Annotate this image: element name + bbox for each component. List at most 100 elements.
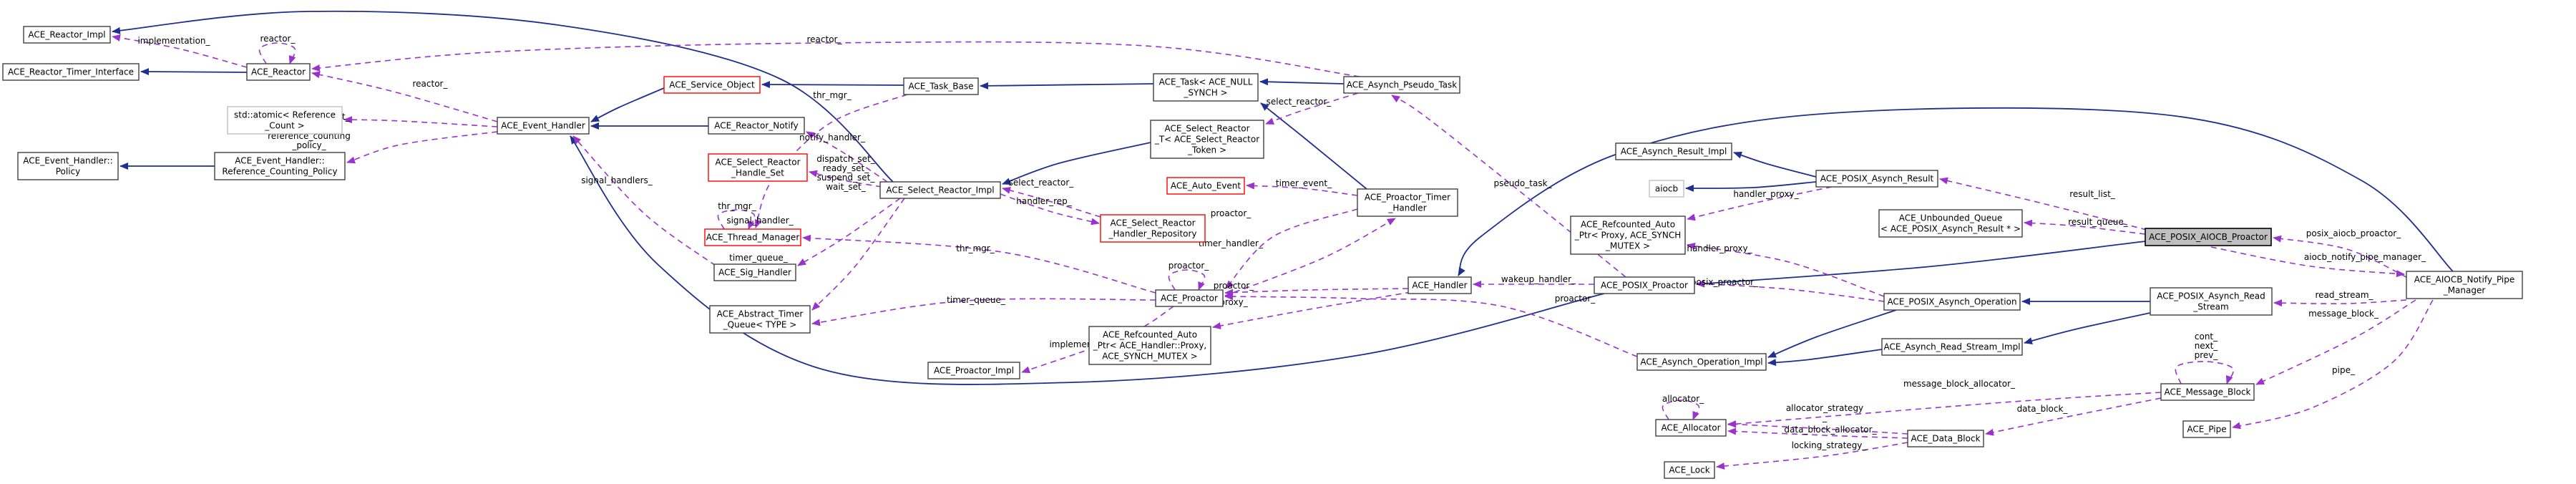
node-aiocb[interactable]: aiocb <box>1649 180 1684 198</box>
edge-event-handler-to-reactor <box>311 71 498 122</box>
edge-label-task-base-to-thread-manager: thr_mgr_ <box>813 90 852 100</box>
node-posix-asynch-read-stream[interactable]: ACE_POSIX_Asynch_Read_Stream <box>2150 287 2273 316</box>
node-label-proactor-impl: ACE_Proactor_Impl <box>934 366 1014 376</box>
node-label-handler: ACE_Handler <box>1412 281 1467 291</box>
node-reactor-impl[interactable]: ACE_Reactor_Impl <box>23 26 111 44</box>
node-reactor[interactable]: ACE_Reactor <box>246 63 311 81</box>
node-posix-asynch-result[interactable]: ACE_POSIX_Asynch_Result <box>1815 170 1938 188</box>
edge-data-block-to-allocator-strategy <box>1727 420 1908 435</box>
edge-label-proactor-timer-handler-to-auto-event: timer_event_ <box>1276 178 1332 188</box>
node-label-thread-manager: ACE_Thread_Manager <box>706 233 800 243</box>
node-sig-handler[interactable]: ACE_Sig_Handler <box>713 263 796 281</box>
node-pipe[interactable]: ACE_Pipe <box>2182 420 2231 438</box>
node-label-data-block: ACE_Data_Block <box>1911 434 1980 444</box>
node-abstract-timer-queue[interactable]: ACE_Abstract_Timer_Queue< TYPE > <box>709 305 811 334</box>
node-data-block[interactable]: ACE_Data_Block <box>1907 430 1984 447</box>
node-reactor-timer-interface[interactable]: ACE_Reactor_Timer_Interface <box>2 63 140 81</box>
node-auto-event[interactable]: ACE_Auto_Event <box>1166 177 1245 195</box>
node-label-proactor-timer-handler: ACE_Proactor_Timer_Handler <box>1365 193 1450 213</box>
edge-task-null-to-task-base <box>980 82 1154 89</box>
node-label-aiocb-notify-pipe-manager: ACE_AIOCB_Notify_Pipe_Manager <box>2414 275 2515 296</box>
node-reactor-notify[interactable]: ACE_Reactor_Notify <box>708 117 805 135</box>
node-label-task-null-synch: ACE_Task< ACE_NULL_SYNCH > <box>1159 77 1253 98</box>
node-proactor[interactable]: ACE_Proactor <box>1155 289 1224 307</box>
edge-labels-layer: reactor_implementation_reactor_reference… <box>137 34 2426 450</box>
node-label-posix-aiocb-proactor: ACE_POSIX_AIOCB_Proactor <box>2149 232 2268 242</box>
edge-label-asynch-pseudo-task-to-reactor: reactor_ <box>807 34 843 44</box>
edge-label-thread-manager-self-loop: thr_mgr_ <box>718 201 756 211</box>
node-task-null-synch[interactable]: ACE_Task< ACE_NULL_SYNCH > <box>1153 73 1259 102</box>
node-asynch-pseudo-task[interactable]: ACE_Asynch_Pseudo_Task <box>1343 76 1460 94</box>
node-task-base[interactable]: ACE_Task_Base <box>903 77 979 95</box>
node-label-std-atomic-reference-count: std::atomic< Reference_Count > <box>234 110 336 131</box>
node-unbounded-queue[interactable]: ACE_Unbounded_Queue< ACE_POSIX_Asynch_Re… <box>1878 209 2023 238</box>
node-label-proactor: ACE_Proactor <box>1161 294 1218 304</box>
node-handler[interactable]: ACE_Handler <box>1407 276 1472 294</box>
edge-label-proactor-to-thread-manager: thr_mgr_ <box>956 243 995 253</box>
node-posix-aiocb-proactor[interactable]: ACE_POSIX_AIOCB_Proactor <box>2145 228 2272 246</box>
node-label-lock: ACE_Lock <box>1669 465 1709 475</box>
node-service-object[interactable]: ACE_Service_Object <box>663 76 761 94</box>
node-aiocb-notify-pipe-manager[interactable]: ACE_AIOCB_Notify_Pipe_Manager <box>2406 271 2523 299</box>
node-label-reactor-impl: ACE_Reactor_Impl <box>28 30 105 40</box>
node-select-reactor-t[interactable]: ACE_Select_Reactor_T< ACE_Select_Reactor… <box>1150 120 1264 159</box>
edge-label-select-reactor-impl-to-handler-repository: handler_rep_ <box>1016 196 1073 206</box>
node-label-posix-asynch-result: ACE_POSIX_Asynch_Result <box>1820 174 1934 184</box>
node-label-aiocb: aiocb <box>1655 184 1678 194</box>
node-label-service-object: ACE_Service_Object <box>669 80 755 90</box>
edge-label-posix-asynch-operation-to-posix-proactor: posix_proactor_ <box>1691 277 1759 287</box>
edge-sig-handler-to-event-handler <box>572 135 716 266</box>
node-asynch-read-stream-impl[interactable]: ACE_Asynch_Read_Stream_Impl <box>1881 338 2023 356</box>
edge-label-select-reactor-impl-to-timer-queue: timer_queue_ <box>729 253 789 263</box>
node-refcounted-autoptr-handler-proxy[interactable]: ACE_Refcounted_Auto_Ptr< ACE_Handler::Pr… <box>1088 326 1211 365</box>
edge-label-proactor-self-loop: proactor_ <box>1169 261 1210 271</box>
node-label-asynch-read-stream-impl: ACE_Asynch_Read_Stream_Impl <box>1883 342 2020 352</box>
edge-aiocb-notify-to-pipe <box>2232 299 2434 430</box>
node-message-block[interactable]: ACE_Message_Block <box>2160 383 2255 401</box>
edge-label-aiocb-notify-to-message-block: message_block_ <box>2308 309 2379 319</box>
node-label-unbounded-queue: ACE_Unbounded_Queue< ACE_POSIX_Asynch_Re… <box>1880 213 2021 234</box>
node-label-abstract-timer-queue: ACE_Abstract_Timer_Queue< TYPE > <box>717 309 804 330</box>
node-event-handler[interactable]: ACE_Event_Handler <box>497 117 590 135</box>
node-label-event-handler-ref-counting-policy: ACE_Event_Handler::Reference_Counting_Po… <box>222 156 337 177</box>
node-posix-asynch-operation[interactable]: ACE_POSIX_Asynch_Operation <box>1883 293 2021 311</box>
node-proactor-timer-handler[interactable]: ACE_Proactor_Timer_Handler <box>1357 188 1458 217</box>
edge-proactor-to-thread-manager <box>802 234 1156 294</box>
node-proactor-impl[interactable]: ACE_Proactor_Impl <box>927 362 1020 379</box>
node-label-refcounted-autoptr-proxy: ACE_Refcounted_Auto_Ptr< Proxy, ACE_SYNC… <box>1574 220 1682 251</box>
node-label-reactor: ACE_Reactor <box>251 67 306 77</box>
edge-posix-aiocb-to-aiocb-notify <box>2210 246 2405 278</box>
node-event-handler-policy[interactable]: ACE_Event_Handler::Policy <box>17 152 119 180</box>
edge-allocator-self-loop <box>1662 400 1700 420</box>
edge-label-sig-handler-to-event-handler: signal_handlers_ <box>581 175 653 185</box>
node-select-reactor-handle-set[interactable]: ACE_Select_Reactor_Handle_Set <box>708 153 808 182</box>
edge-aiocb-notify-to-read-stream <box>2273 299 2407 307</box>
node-posix-proactor[interactable]: ACE_POSIX_Proactor <box>1594 276 1695 294</box>
edge-label-select-reactor-impl-to-sig-handler: signal_handler_ <box>726 216 794 226</box>
node-refcounted-autoptr-proxy[interactable]: ACE_Refcounted_Auto_Ptr< Proxy, ACE_SYNC… <box>1570 216 1686 255</box>
node-label-task-base: ACE_Task_Base <box>908 82 973 92</box>
node-label-pipe: ACE_Pipe <box>2187 425 2226 435</box>
node-select-reactor-impl[interactable]: ACE_Select_Reactor_Impl <box>879 181 1001 199</box>
edge-event-handler-to-ref-counting-policy <box>346 131 498 164</box>
edge-proactor-to-proactor-timer-handler <box>1224 218 1396 296</box>
node-select-reactor-handler-repository[interactable]: ACE_Select_Reactor_Handler_Repository <box>1100 214 1206 243</box>
edge-aiocb-notify-to-message-block <box>2255 299 2416 385</box>
node-allocator[interactable]: ACE_Allocator <box>1655 419 1727 437</box>
node-asynch-result-impl[interactable]: ACE_Asynch_Result_Impl <box>1615 142 1732 160</box>
node-lock[interactable]: ACE_Lock <box>1664 461 1715 479</box>
edge-label-posix-aiocb-to-unbounded-queue: result_queue_ <box>2068 217 2129 227</box>
node-event-handler-ref-counting-policy[interactable]: ACE_Event_Handler::Reference_Counting_Po… <box>214 152 346 180</box>
edge-proactor-timer-handler-to-auto-event <box>1246 182 1358 196</box>
node-std-atomic-reference-count[interactable]: std::atomic< Reference_Count > <box>227 106 343 135</box>
node-label-select-reactor-handle-set: ACE_Select_Reactor_Handle_Set <box>715 158 800 178</box>
node-asynch-operation-impl[interactable]: ACE_Asynch_Operation_Impl <box>1636 353 1767 371</box>
node-label-select-reactor-handler-repository: ACE_Select_Reactor_Handler_Repository <box>1108 218 1196 239</box>
edge-label-reactor-to-reactor-impl: implementation_ <box>137 36 210 46</box>
edge-handler-to-proactor <box>1224 288 1409 296</box>
node-thread-manager[interactable]: ACE_Thread_Manager <box>704 228 801 246</box>
edge-message-block-self-loop <box>2175 361 2234 384</box>
edge-posix-asynch-operation-to-refcounted-proxy <box>1687 242 1885 297</box>
edge-label-select-reactor-impl-to-handle-set: dispatch_set_ready_set_suspend_set_wait_… <box>816 154 875 192</box>
edge-posix-proactor-to-event-handler <box>570 135 1605 385</box>
